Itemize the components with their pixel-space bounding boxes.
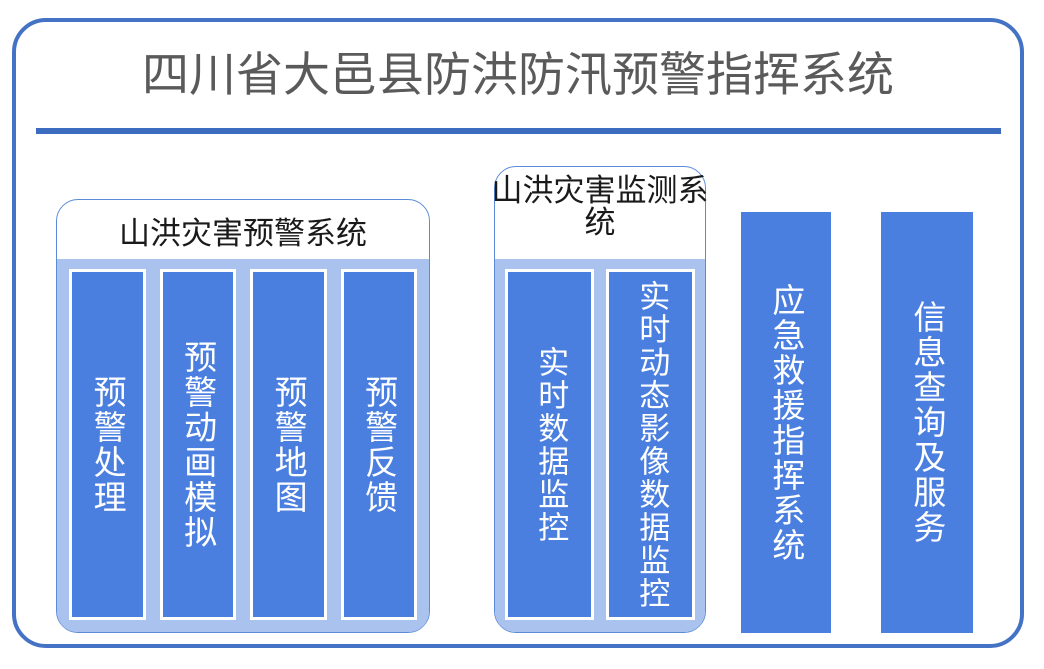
module-warning-feedback[interactable]: 预警反馈 — [340, 269, 417, 620]
module-warning-processing-label: 预警处理 — [88, 374, 128, 515]
module-warning-map[interactable]: 预警地图 — [250, 269, 327, 620]
panel-emergency-rescue-command-system-label: 应急救援指挥系统 — [766, 282, 806, 563]
module-warning-feedback-label: 预警反馈 — [359, 374, 399, 515]
page-title: 四川省大邑县防洪防汛预警指挥系统 — [142, 47, 894, 103]
modules-container: 山洪灾害预警系统 预警处理 预警动画模拟 预警地图 预警反馈 山洪灾害监测系统 — [16, 134, 1020, 646]
application-frame: 四川省大邑县防洪防汛预警指挥系统 山洪灾害预警系统 预警处理 预警动画模拟 预警… — [12, 18, 1024, 648]
module-realtime-data-monitoring-label: 实时数据监控 — [532, 345, 569, 544]
panel-information-query-and-service-label: 信息查询及服务 — [907, 300, 947, 545]
panel-warning-system-title: 山洪灾害预警系统 — [119, 216, 367, 252]
panel-information-query-and-service[interactable]: 信息查询及服务 — [881, 212, 973, 633]
panel-warning-system-body: 预警处理 预警动画模拟 预警地图 预警反馈 — [57, 259, 429, 632]
module-realtime-dynamic-image-data-monitoring-label: 实时动态影像数据监控 — [633, 279, 670, 610]
panel-warning-system[interactable]: 山洪灾害预警系统 预警处理 预警动画模拟 预警地图 预警反馈 — [56, 199, 430, 633]
module-warning-animation-simulation-label: 预警动画模拟 — [178, 339, 218, 550]
header-divider — [36, 128, 1001, 134]
module-warning-map-label: 预警地图 — [269, 374, 309, 515]
module-realtime-dynamic-image-data-monitoring[interactable]: 实时动态影像数据监控 — [606, 269, 695, 620]
module-warning-animation-simulation[interactable]: 预警动画模拟 — [159, 269, 236, 620]
panel-monitoring-system-body: 实时数据监控 实时动态影像数据监控 — [495, 259, 705, 632]
panel-monitoring-system-title: 山洪灾害监测系统 — [491, 173, 709, 242]
module-realtime-data-monitoring[interactable]: 实时数据监控 — [505, 269, 594, 620]
header-bar: 四川省大邑县防洪防汛预警指挥系统 — [16, 22, 1020, 128]
panel-monitoring-system[interactable]: 山洪灾害监测系统 实时数据监控 实时动态影像数据监控 — [492, 166, 709, 633]
module-warning-processing[interactable]: 预警处理 — [69, 269, 146, 620]
panel-emergency-rescue-command-system[interactable]: 应急救援指挥系统 — [741, 212, 831, 633]
